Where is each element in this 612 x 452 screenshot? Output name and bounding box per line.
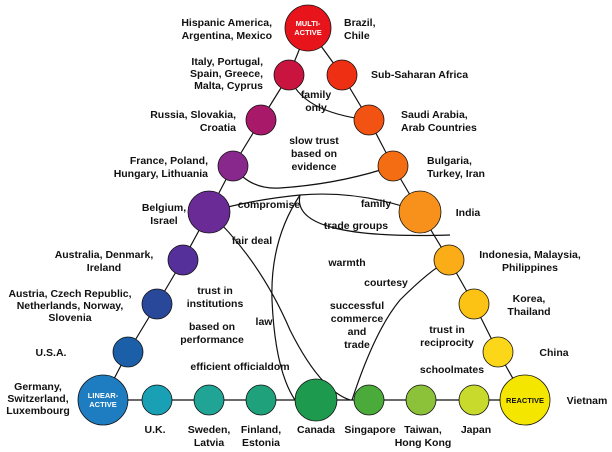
label-efficient-officialdom: efficient officialdom <box>190 361 289 373</box>
node-korea <box>458 288 490 320</box>
country-labels: Hispanic America,Argentina, Mexico Brazi… <box>6 17 607 449</box>
label-austria: Austria, Czech Republic,Netherlands, Nor… <box>8 288 131 324</box>
corner-nodes: MULTI-ACTIVE LINEAR-ACTIVE REACTIVE <box>77 4 551 426</box>
label-taiwan: Taiwan,Hong Kong <box>395 424 452 449</box>
curve-reciprocity <box>351 259 450 401</box>
linear-active-label: LINEAR-ACTIVE <box>88 391 119 409</box>
label-france: France, Poland,Hungary, Lithuania <box>114 155 208 180</box>
node-taiwan <box>405 384 437 416</box>
curve-slow-trust <box>232 165 394 189</box>
reactive-label: REACTIVE <box>506 396 544 405</box>
curve-compromise <box>208 193 421 213</box>
label-singapore: Singapore <box>344 424 396 436</box>
linear-active-node <box>77 374 129 426</box>
label-schoolmates: schoolmates <box>420 364 484 376</box>
node-belgium <box>187 190 231 234</box>
node-subsaharan <box>326 59 358 91</box>
multi-active-node <box>284 4 332 52</box>
label-brazil: Brazil,Chile <box>344 17 376 42</box>
label-compromise: compromise <box>238 199 301 211</box>
node-australia <box>167 244 199 276</box>
node-india <box>398 190 442 234</box>
label-usa: U.S.A. <box>36 347 67 359</box>
node-austria <box>141 288 173 320</box>
node-russia <box>245 104 277 136</box>
label-saudi: Saudi Arabia,Arab Countries <box>401 109 477 134</box>
country-nodes <box>112 59 514 422</box>
label-canada: Canada <box>297 424 335 436</box>
node-singapore <box>353 384 385 416</box>
label-belgium: Belgium,Israel <box>142 202 186 227</box>
node-italy <box>273 59 305 91</box>
node-japan <box>458 384 490 416</box>
label-japan: Japan <box>461 424 491 436</box>
node-canada <box>294 378 338 422</box>
label-trade-groups: trade groups <box>324 220 388 232</box>
label-warmth: warmth <box>327 257 365 269</box>
label-russia: Russia, Slovakia,Croatia <box>150 109 236 134</box>
label-hispanic: Hispanic America,Argentina, Mexico <box>181 17 272 42</box>
curve-trade-groups <box>298 194 451 237</box>
node-uk <box>141 384 173 416</box>
label-uk: U.K. <box>145 424 166 436</box>
curve-courtesy <box>271 194 301 401</box>
label-fair-deal: fair deal <box>232 235 272 247</box>
node-finland <box>245 384 277 416</box>
label-china: China <box>539 347 568 359</box>
node-indonesia <box>433 244 465 276</box>
label-indonesia: Indonesia, Malaysia,Philippines <box>479 249 581 274</box>
label-australia: Australia, Denmark,Ireland <box>55 249 154 274</box>
label-finland: Finland,Estonia <box>241 424 281 449</box>
label-india: India <box>456 207 481 219</box>
node-sweden <box>193 384 225 416</box>
label-korea: Korea,Thailand <box>507 293 550 318</box>
label-italy: Italy, Portugal,Spain, Greece,Malta, Cyp… <box>190 56 263 92</box>
node-usa <box>112 336 144 368</box>
label-vietnam: Vietnam <box>567 395 608 407</box>
node-saudi <box>353 104 385 136</box>
label-bulgaria: Bulgaria,Turkey, Iran <box>427 155 485 180</box>
label-law: law <box>256 316 274 328</box>
label-family: family <box>361 198 392 210</box>
label-germany: Germany,Switzerland,Luxembourg <box>6 381 70 417</box>
node-france <box>217 150 249 182</box>
label-subsaharan: Sub-Saharan Africa <box>371 69 468 81</box>
node-bulgaria <box>377 150 409 182</box>
multi-active-label: MULTI-ACTIVE <box>294 19 322 37</box>
reactive-node <box>499 374 551 426</box>
label-sweden: Sweden,Latvia <box>188 424 231 449</box>
label-courtesy: courtesy <box>364 277 408 289</box>
node-china <box>482 336 514 368</box>
